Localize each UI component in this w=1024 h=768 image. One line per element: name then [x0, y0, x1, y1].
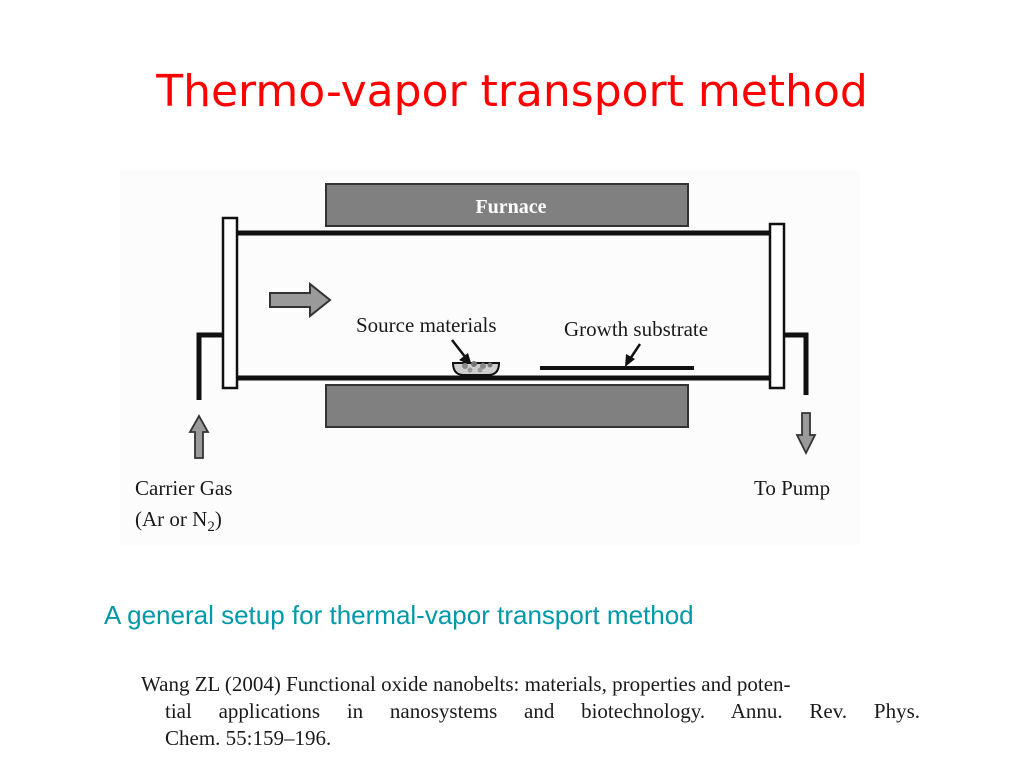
- source-powder: [471, 361, 477, 367]
- carrier-gas-detail-suffix: ): [215, 507, 222, 531]
- citation-line-2: tial applications in nanosystems and bio…: [165, 699, 920, 723]
- source-powder: [462, 363, 468, 369]
- source-powder: [467, 367, 473, 373]
- slide-title: Thermo-vapor transport method: [156, 66, 868, 117]
- tube-furnace-diagram: Furnace Source materials Gro: [120, 170, 860, 545]
- furnace-bottom-block: [325, 384, 689, 428]
- diagram-canvas: Furnace Source materials Gro: [135, 183, 830, 535]
- source-powder: [477, 367, 483, 373]
- source-pointer-line: [451, 339, 467, 359]
- citation-reference: Wang ZL (2004) Functional oxide nanobelt…: [141, 671, 920, 752]
- citation-line-1: Wang ZL (2004) Functional oxide nanobelt…: [141, 672, 791, 696]
- right-end-cap: [768, 222, 786, 390]
- to-pump-label: To Pump: [754, 476, 830, 500]
- gas-inlet-pipe: [196, 332, 223, 400]
- flow-direction-arrow-icon: [269, 281, 332, 319]
- pump-outlet-pipe: [784, 332, 809, 395]
- source-materials-label: Source materials: [356, 313, 497, 337]
- carrier-gas-detail-prefix: (Ar or N: [135, 507, 207, 531]
- outlet-down-arrow-icon: [795, 412, 817, 456]
- growth-substrate-label: Growth substrate: [564, 317, 708, 341]
- substrate-pointer-line: [628, 343, 642, 360]
- inlet-up-arrow-icon: [188, 414, 210, 459]
- source-powder: [480, 363, 486, 369]
- furnace-label: Furnace: [475, 196, 546, 218]
- citation-line-3: Chem. 55:159–196.: [165, 726, 332, 750]
- source-powder: [487, 362, 493, 368]
- left-end-cap: [221, 216, 239, 390]
- carrier-gas-label: Carrier Gas: [135, 476, 232, 500]
- furnace-top-block: [325, 183, 689, 227]
- substrate-pointer-arrowhead: [625, 354, 635, 367]
- carrier-gas-detail: (Ar or N2): [135, 507, 222, 535]
- carrier-gas-detail-subscript: 2: [207, 519, 215, 535]
- figure-caption: A general setup for thermal-vapor transp…: [104, 600, 694, 630]
